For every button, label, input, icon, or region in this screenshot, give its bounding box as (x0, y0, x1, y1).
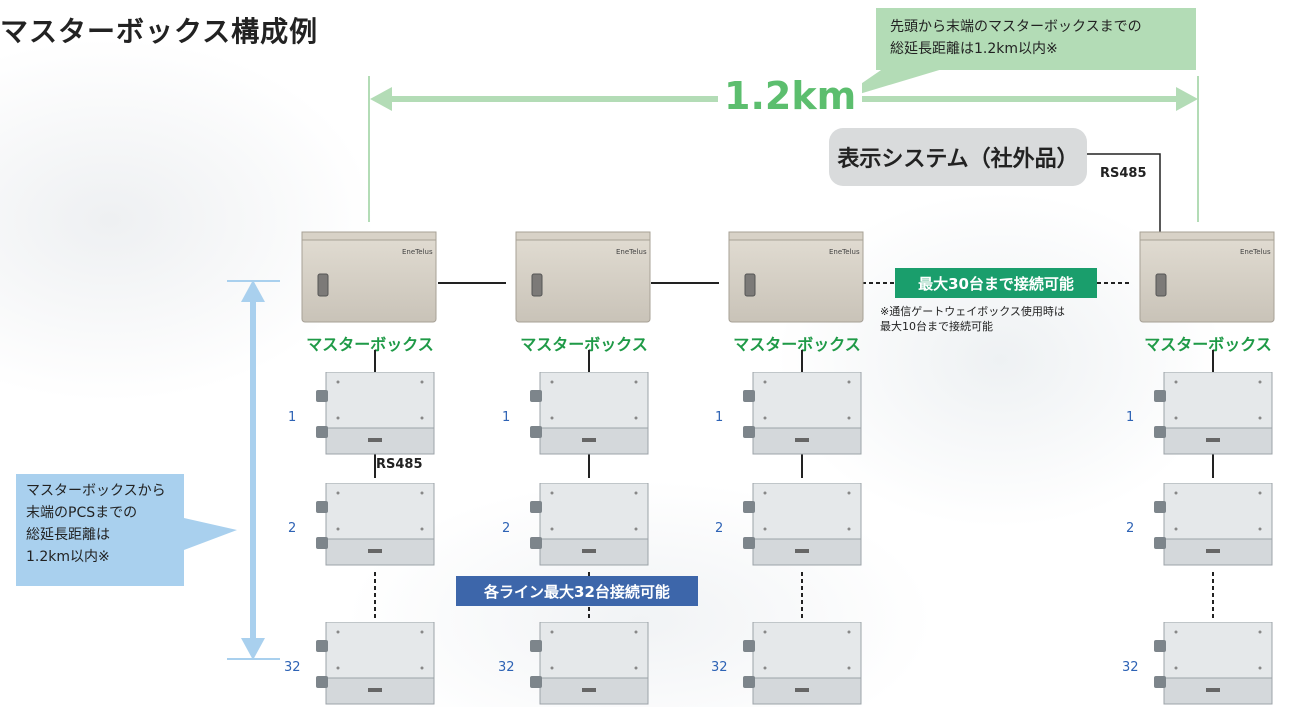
pcs-unit (316, 372, 435, 455)
pcs-unit (530, 372, 649, 455)
pcs-unit (1154, 622, 1273, 705)
pcs-unit (530, 483, 649, 566)
note-line-2: 最大10台まで接続可能 (880, 320, 993, 333)
master-box-label: マスターボックス (520, 335, 648, 354)
max-line-badge: 各ライン最大32台接続可能 (456, 576, 698, 606)
display-system-box: 表示システム（社外品） (829, 128, 1087, 186)
pcs-number: 1 (1126, 410, 1135, 425)
callout-left-line-2: 末端のPCSまでの (26, 505, 138, 521)
gateway-note: ※通信ゲートウェイボックス使用時は 最大10台まで接続可能 (880, 304, 1065, 334)
rs485-label-display: RS485 (1100, 166, 1147, 181)
pcs-number: 1 (288, 410, 297, 425)
callout-top-line-1: 先頭から末端のマスターボックスまでの (890, 19, 1142, 35)
pcs-number: 32 (284, 660, 301, 675)
svg-text:EneTelus: EneTelus (616, 248, 647, 256)
master-box: EneTelus (301, 231, 437, 323)
page-title: マスターボックス構成例 (0, 15, 319, 48)
pcs-unit (1154, 372, 1273, 455)
pcs-number: 32 (498, 660, 515, 675)
master-box-label: マスターボックス (306, 335, 434, 354)
pcs-number: 2 (1126, 521, 1135, 536)
pcs-unit (743, 372, 862, 455)
svg-text:EneTelus: EneTelus (1240, 248, 1271, 256)
pcs-unit (743, 622, 862, 705)
master-box: EneTelus (728, 231, 864, 323)
pcs-connector (1212, 350, 1214, 620)
total-distance-callout: 先頭から末端のマスターボックスまでの 総延長距離は1.2km以内※ (876, 8, 1196, 70)
pcs-distance-callout: マスターボックスから 末端のPCSまでの 総延長距離は 1.2km以内※ (16, 474, 184, 586)
pcs-number: 1 (715, 410, 724, 425)
callout-top-line-2: 総延長距離は1.2km以内※ (890, 41, 1058, 57)
note-line-1: ※通信ゲートウェイボックス使用時は (880, 305, 1065, 318)
pcs-connector (374, 350, 376, 620)
pcs-number: 2 (502, 521, 511, 536)
pcs-number: 32 (711, 660, 728, 675)
pcs-unit (316, 483, 435, 566)
distance-label: 1.2km (718, 76, 863, 116)
pcs-number: 2 (288, 521, 297, 536)
pcs-unit (530, 622, 649, 705)
callout-left-line-3: 総延長距離は (26, 527, 110, 543)
svg-text:EneTelus: EneTelus (829, 248, 860, 256)
pcs-connector (801, 350, 803, 620)
rs485-label-line: RS485 (376, 457, 423, 472)
pcs-unit (1154, 483, 1273, 566)
master-box-label: マスターボックス (1144, 335, 1272, 354)
callout-left-line-1: マスターボックスから (26, 483, 166, 499)
pcs-number: 1 (502, 410, 511, 425)
svg-text:EneTelus: EneTelus (402, 248, 433, 256)
pcs-unit (316, 622, 435, 705)
pcs-number: 2 (715, 521, 724, 536)
pcs-unit (743, 483, 862, 566)
max-master-badge: 最大30台まで接続可能 (895, 268, 1097, 298)
master-box: EneTelus (1139, 231, 1275, 323)
master-box-label: マスターボックス (733, 335, 861, 354)
callout-left-line-4: 1.2km以内※ (26, 549, 110, 565)
master-box: EneTelus (515, 231, 651, 323)
pcs-number: 32 (1122, 660, 1139, 675)
